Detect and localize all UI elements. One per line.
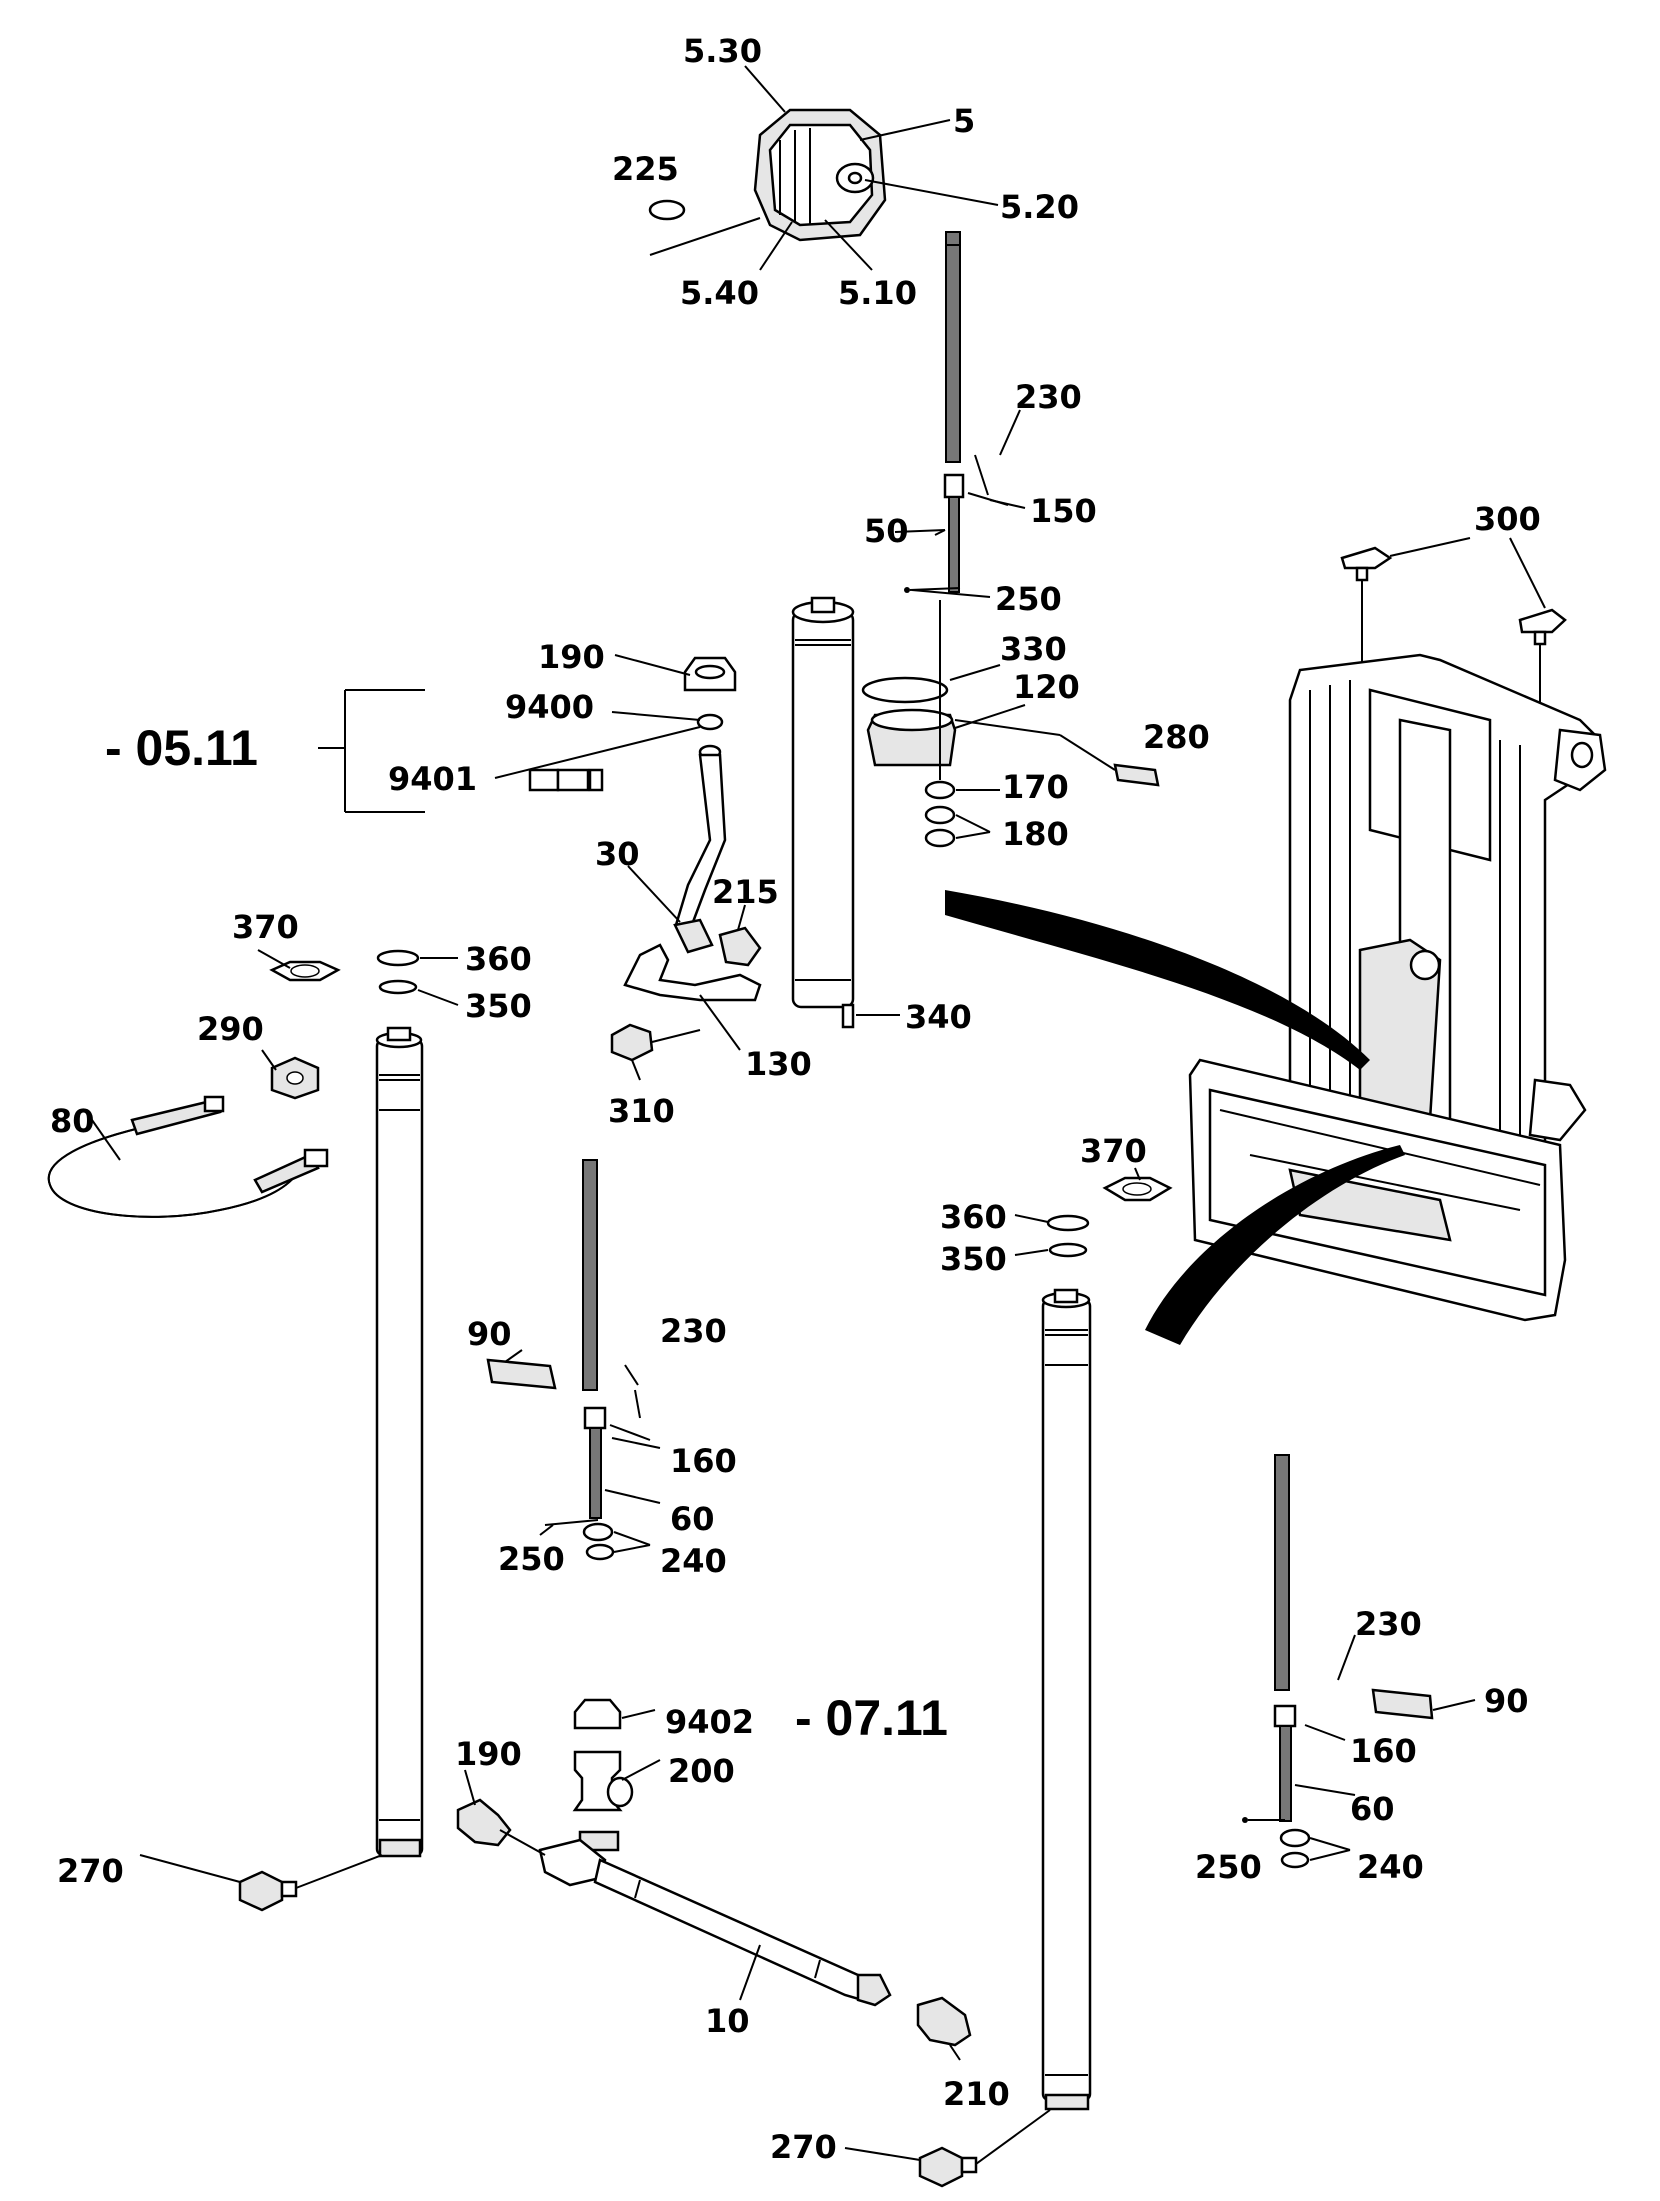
label-5-40: 5.40 bbox=[680, 274, 759, 312]
label-200: 200 bbox=[668, 1752, 735, 1790]
hose-fittings-upper bbox=[528, 656, 762, 1062]
label-170: 170 bbox=[1002, 768, 1069, 806]
label-9400: 9400 bbox=[505, 688, 594, 726]
label-60-middle: 60 bbox=[670, 1500, 715, 1538]
part-5-sheave-assembly bbox=[648, 108, 887, 242]
label-130: 130 bbox=[745, 1045, 812, 1083]
label-360-left: 360 bbox=[465, 940, 532, 978]
label-270-left: 270 bbox=[57, 1852, 124, 1890]
label-370-right: 370 bbox=[1080, 1132, 1147, 1170]
label-190-upper: 190 bbox=[538, 638, 605, 676]
leaders-hose-upper bbox=[494, 654, 746, 1081]
reference-0511: - 05.11 bbox=[105, 720, 258, 776]
chain-middle bbox=[486, 1159, 661, 1561]
curved-arrows bbox=[945, 890, 1405, 1345]
label-9401: 9401 bbox=[388, 760, 477, 798]
label-90-right: 90 bbox=[1484, 1682, 1529, 1720]
label-10: 10 bbox=[705, 2002, 750, 2040]
label-240-middle: 240 bbox=[660, 1542, 727, 1580]
label-350-right: 350 bbox=[940, 1240, 1007, 1278]
label-9402: 9402 bbox=[665, 1703, 754, 1741]
lower-hose-assembly bbox=[456, 1698, 972, 2061]
right-cylinder bbox=[1014, 1167, 1173, 2111]
label-60-right: 60 bbox=[1350, 1790, 1395, 1828]
label-250-middle: 250 bbox=[498, 1540, 565, 1578]
label-230-right: 230 bbox=[1355, 1605, 1422, 1643]
main-lift-cylinder bbox=[791, 596, 900, 1029]
label-225: 225 bbox=[612, 150, 679, 188]
label-290: 290 bbox=[197, 1010, 264, 1048]
label-215: 215 bbox=[712, 873, 779, 911]
label-30: 30 bbox=[595, 835, 640, 873]
label-160-right: 160 bbox=[1350, 1732, 1417, 1770]
label-210: 210 bbox=[943, 2075, 1010, 2113]
label-230-upper: 230 bbox=[1015, 378, 1082, 416]
label-50: 50 bbox=[864, 512, 909, 550]
reference-labels: - 05.11 - 07.11 bbox=[105, 720, 948, 1746]
leaders-chain-upper bbox=[894, 409, 1026, 598]
part-300-pins bbox=[1340, 537, 1567, 735]
ref-bracket-0511 bbox=[318, 689, 425, 813]
leaders-top bbox=[649, 65, 999, 271]
part-80-hose bbox=[47, 1095, 329, 1218]
label-370-left: 370 bbox=[232, 908, 299, 946]
label-340: 340 bbox=[905, 998, 972, 1036]
part-labels: 5.30 5 225 5.20 5.40 5.10 230 150 50 250… bbox=[50, 32, 1541, 2166]
chain-right bbox=[1242, 1454, 1476, 1869]
label-120: 120 bbox=[1013, 668, 1080, 706]
label-230-middle: 230 bbox=[660, 1312, 727, 1350]
label-150: 150 bbox=[1030, 492, 1097, 530]
label-5: 5 bbox=[953, 102, 975, 140]
label-350-left: 350 bbox=[465, 987, 532, 1025]
label-5-30: 5.30 bbox=[683, 32, 762, 70]
label-280: 280 bbox=[1143, 718, 1210, 756]
chain-upper bbox=[945, 231, 961, 463]
label-240-right: 240 bbox=[1357, 1848, 1424, 1886]
label-300: 300 bbox=[1474, 500, 1541, 538]
label-5-10: 5.10 bbox=[838, 274, 917, 312]
label-250-upper: 250 bbox=[995, 580, 1062, 618]
mast-frame bbox=[1188, 653, 1607, 1322]
label-310: 310 bbox=[608, 1092, 675, 1130]
label-180: 180 bbox=[1002, 815, 1069, 853]
part-50-chain-anchor-bolt bbox=[904, 454, 1009, 593]
label-360-right: 360 bbox=[940, 1198, 1007, 1236]
parts-330-120-170-180-280 bbox=[861, 600, 1160, 848]
part-270-bolts bbox=[139, 1854, 1051, 2188]
label-330: 330 bbox=[1000, 630, 1067, 668]
label-250-right: 250 bbox=[1195, 1848, 1262, 1886]
left-cylinder bbox=[257, 949, 459, 1858]
label-80: 80 bbox=[50, 1102, 95, 1140]
label-160-middle: 160 bbox=[670, 1442, 737, 1480]
label-5-20: 5.20 bbox=[1000, 188, 1079, 226]
label-190-lower: 190 bbox=[455, 1735, 522, 1773]
label-90-left: 90 bbox=[467, 1315, 512, 1353]
reference-0711: - 07.11 bbox=[795, 1690, 948, 1746]
label-270-right: 270 bbox=[770, 2128, 837, 2166]
